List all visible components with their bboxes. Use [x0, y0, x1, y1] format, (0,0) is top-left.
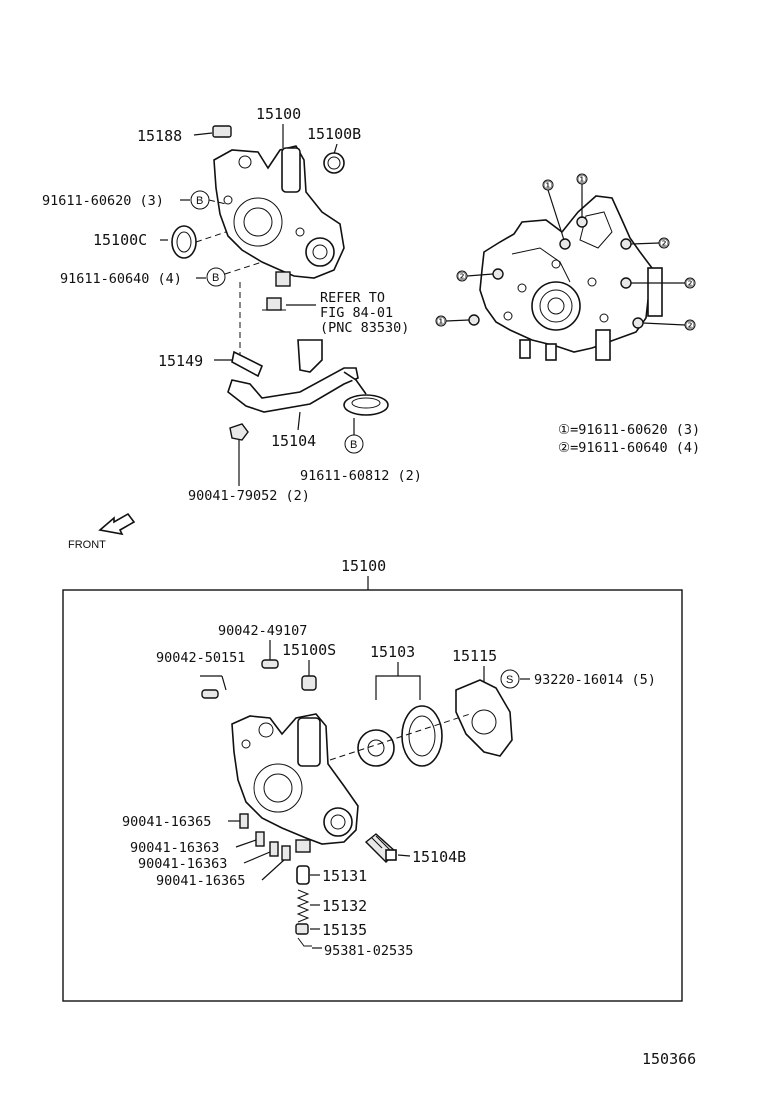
label-15100-top[interactable]: 15100: [256, 105, 301, 123]
part-15103-inner-rotor: [357, 729, 395, 767]
label-90042-50151[interactable]: 90042-50151: [156, 650, 245, 666]
part-15104B-relief-valve: [364, 833, 398, 863]
leader-90042-50151-a: [221, 675, 227, 691]
part-15188-pin: [212, 125, 232, 138]
part-15104-strainer: [227, 339, 389, 416]
leader-90041-16363-b: [243, 851, 271, 864]
badge-b-3-text: B: [350, 439, 357, 451]
figure-number[interactable]: 150366: [642, 1050, 696, 1068]
label-91611-60620[interactable]: 91611-60620 (3): [42, 193, 164, 209]
bracket-15103: [375, 675, 421, 700]
front-label[interactable]: FRONT: [68, 539, 106, 551]
leader-90041-16365-b: [261, 859, 285, 881]
part-90042-50151: [201, 689, 219, 699]
oil-pump-body-assembly: [231, 713, 359, 853]
label-15188[interactable]: 15188: [137, 127, 182, 145]
part-90041-79052-nut: [229, 423, 249, 441]
label-91611-60640[interactable]: 91611-60640 (4): [60, 271, 182, 287]
leader-91611-60620-b: [208, 199, 227, 205]
part-15135-plug: [295, 923, 309, 935]
part-15132-spring: [296, 889, 310, 923]
label-90041-16363-a[interactable]: 90041-16363: [130, 840, 219, 856]
refer-line-1[interactable]: REFER TO: [320, 290, 385, 306]
leader-15188: [193, 132, 213, 136]
part-90041-16363-b: [269, 841, 279, 857]
label-90041-16365-b[interactable]: 90041-16365: [156, 873, 245, 889]
part-15149-gasket: [231, 350, 264, 378]
oil-pump-body-top: [213, 145, 345, 287]
label-91611-60812[interactable]: 91611-60812 (2): [300, 468, 422, 484]
label-15104[interactable]: 15104: [271, 432, 316, 450]
leader-90041-16363-a: [235, 839, 257, 848]
legend-1[interactable]: ①=91611-60620 (3): [558, 422, 700, 438]
badge-s-text: S: [506, 674, 513, 686]
label-90041-16363-b[interactable]: 90041-16363: [138, 856, 227, 872]
label-15131[interactable]: 15131: [322, 867, 367, 885]
leader-91611-60640-b: [224, 261, 263, 275]
part-15131-valve: [296, 865, 310, 885]
callout-2a-text: ②: [659, 238, 669, 250]
callout-2b-leader: [466, 273, 494, 277]
part-90041-16365-a: [239, 813, 249, 829]
label-15104B[interactable]: 15104B: [412, 848, 466, 866]
callout-1a-text: ①: [543, 180, 553, 192]
part-15100S: [301, 675, 317, 691]
callout-1c-text: ①: [436, 316, 446, 328]
assembly-box: [62, 589, 683, 1002]
part-95381-02535-pin: [297, 937, 312, 947]
label-15103[interactable]: 15103: [370, 643, 415, 661]
label-15100B[interactable]: 15100B: [307, 125, 361, 143]
badge-s: [500, 669, 520, 689]
callout-2d-text: ②: [685, 320, 695, 332]
label-90041-16365-a[interactable]: 90041-16365: [122, 814, 211, 830]
callout-2a-leader: [630, 242, 660, 245]
part-90041-16365-b: [281, 845, 291, 861]
part-90041-16363-a: [255, 831, 265, 847]
label-93220-16014[interactable]: 93220-16014 (5): [534, 672, 656, 688]
label-15135[interactable]: 15135: [322, 921, 367, 939]
label-90042-49107[interactable]: 90042-49107: [218, 623, 307, 639]
refer-line-3[interactable]: (PNC 83530): [320, 320, 409, 336]
label-15100S[interactable]: 15100S: [282, 641, 336, 659]
label-15100C[interactable]: 15100C: [93, 231, 147, 249]
label-15132[interactable]: 15132: [322, 897, 367, 915]
part-15115-cover: [455, 679, 513, 757]
front-arrow-icon: [98, 512, 136, 536]
label-15115[interactable]: 15115: [452, 647, 497, 665]
badge-b-2: [206, 267, 226, 287]
badge-b-2-text: B: [212, 272, 219, 284]
label-15149[interactable]: 15149: [158, 352, 203, 370]
legend-2[interactable]: ②=91611-60640 (4): [558, 440, 700, 456]
part-15115-cover-hole: [471, 709, 497, 735]
callout-2c-text: ②: [685, 278, 695, 290]
part-15100C-seal-inner: [176, 231, 192, 253]
dash-assembly: [329, 713, 471, 761]
dash-15100C: [195, 231, 227, 243]
refer-line-2[interactable]: FIG 84-01: [320, 305, 393, 321]
callout-1b-text: ①: [577, 174, 587, 186]
part-refer-sensor: [262, 297, 286, 311]
label-95381-02535[interactable]: 95381-02535: [324, 943, 413, 959]
part-90042-49107: [261, 659, 279, 669]
callout-1c-leader: [445, 319, 470, 322]
pump-cover-view: [468, 195, 663, 361]
callout-2b-text: ②: [457, 271, 467, 283]
part-15100B-oring: [323, 152, 345, 174]
leader-15104: [297, 411, 301, 431]
badge-b-1-text: B: [196, 195, 203, 207]
part-15100B-oring-inner: [327, 156, 341, 170]
callout-2d-leader: [642, 322, 686, 326]
callout-1a-leader: [547, 189, 565, 241]
assembly-title[interactable]: 15100: [341, 557, 386, 575]
leader-15104B: [397, 854, 411, 857]
part-15100C-seal: [171, 225, 197, 259]
label-90041-79052[interactable]: 90041-79052 (2): [188, 488, 310, 504]
part-15103-outer-rotor: [401, 705, 443, 767]
